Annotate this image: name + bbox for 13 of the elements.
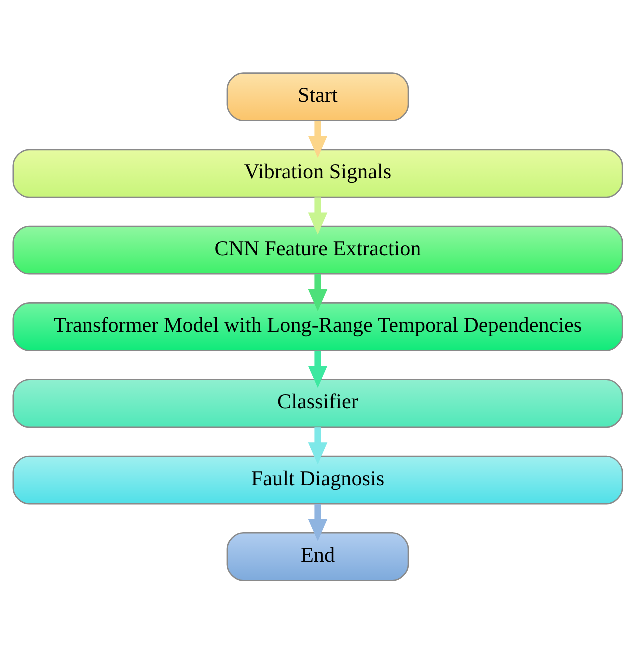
arrow bbox=[308, 504, 328, 541]
node-box: Fault Diagnosis bbox=[12, 455, 624, 504]
node-box: Transformer Model with Long-Range Temporal Dependencies bbox=[12, 302, 624, 351]
arrow bbox=[308, 350, 328, 388]
arrow bbox=[308, 120, 328, 158]
arrow bbox=[308, 427, 328, 464]
node-box: Start bbox=[226, 72, 410, 122]
node-box: End bbox=[226, 532, 410, 581]
arrow bbox=[308, 274, 328, 311]
node-box: Classifier bbox=[12, 378, 624, 428]
node-box: CNN Feature Extraction bbox=[12, 225, 624, 274]
node-box: Vibration Signals bbox=[12, 148, 624, 198]
arrow bbox=[308, 197, 328, 234]
